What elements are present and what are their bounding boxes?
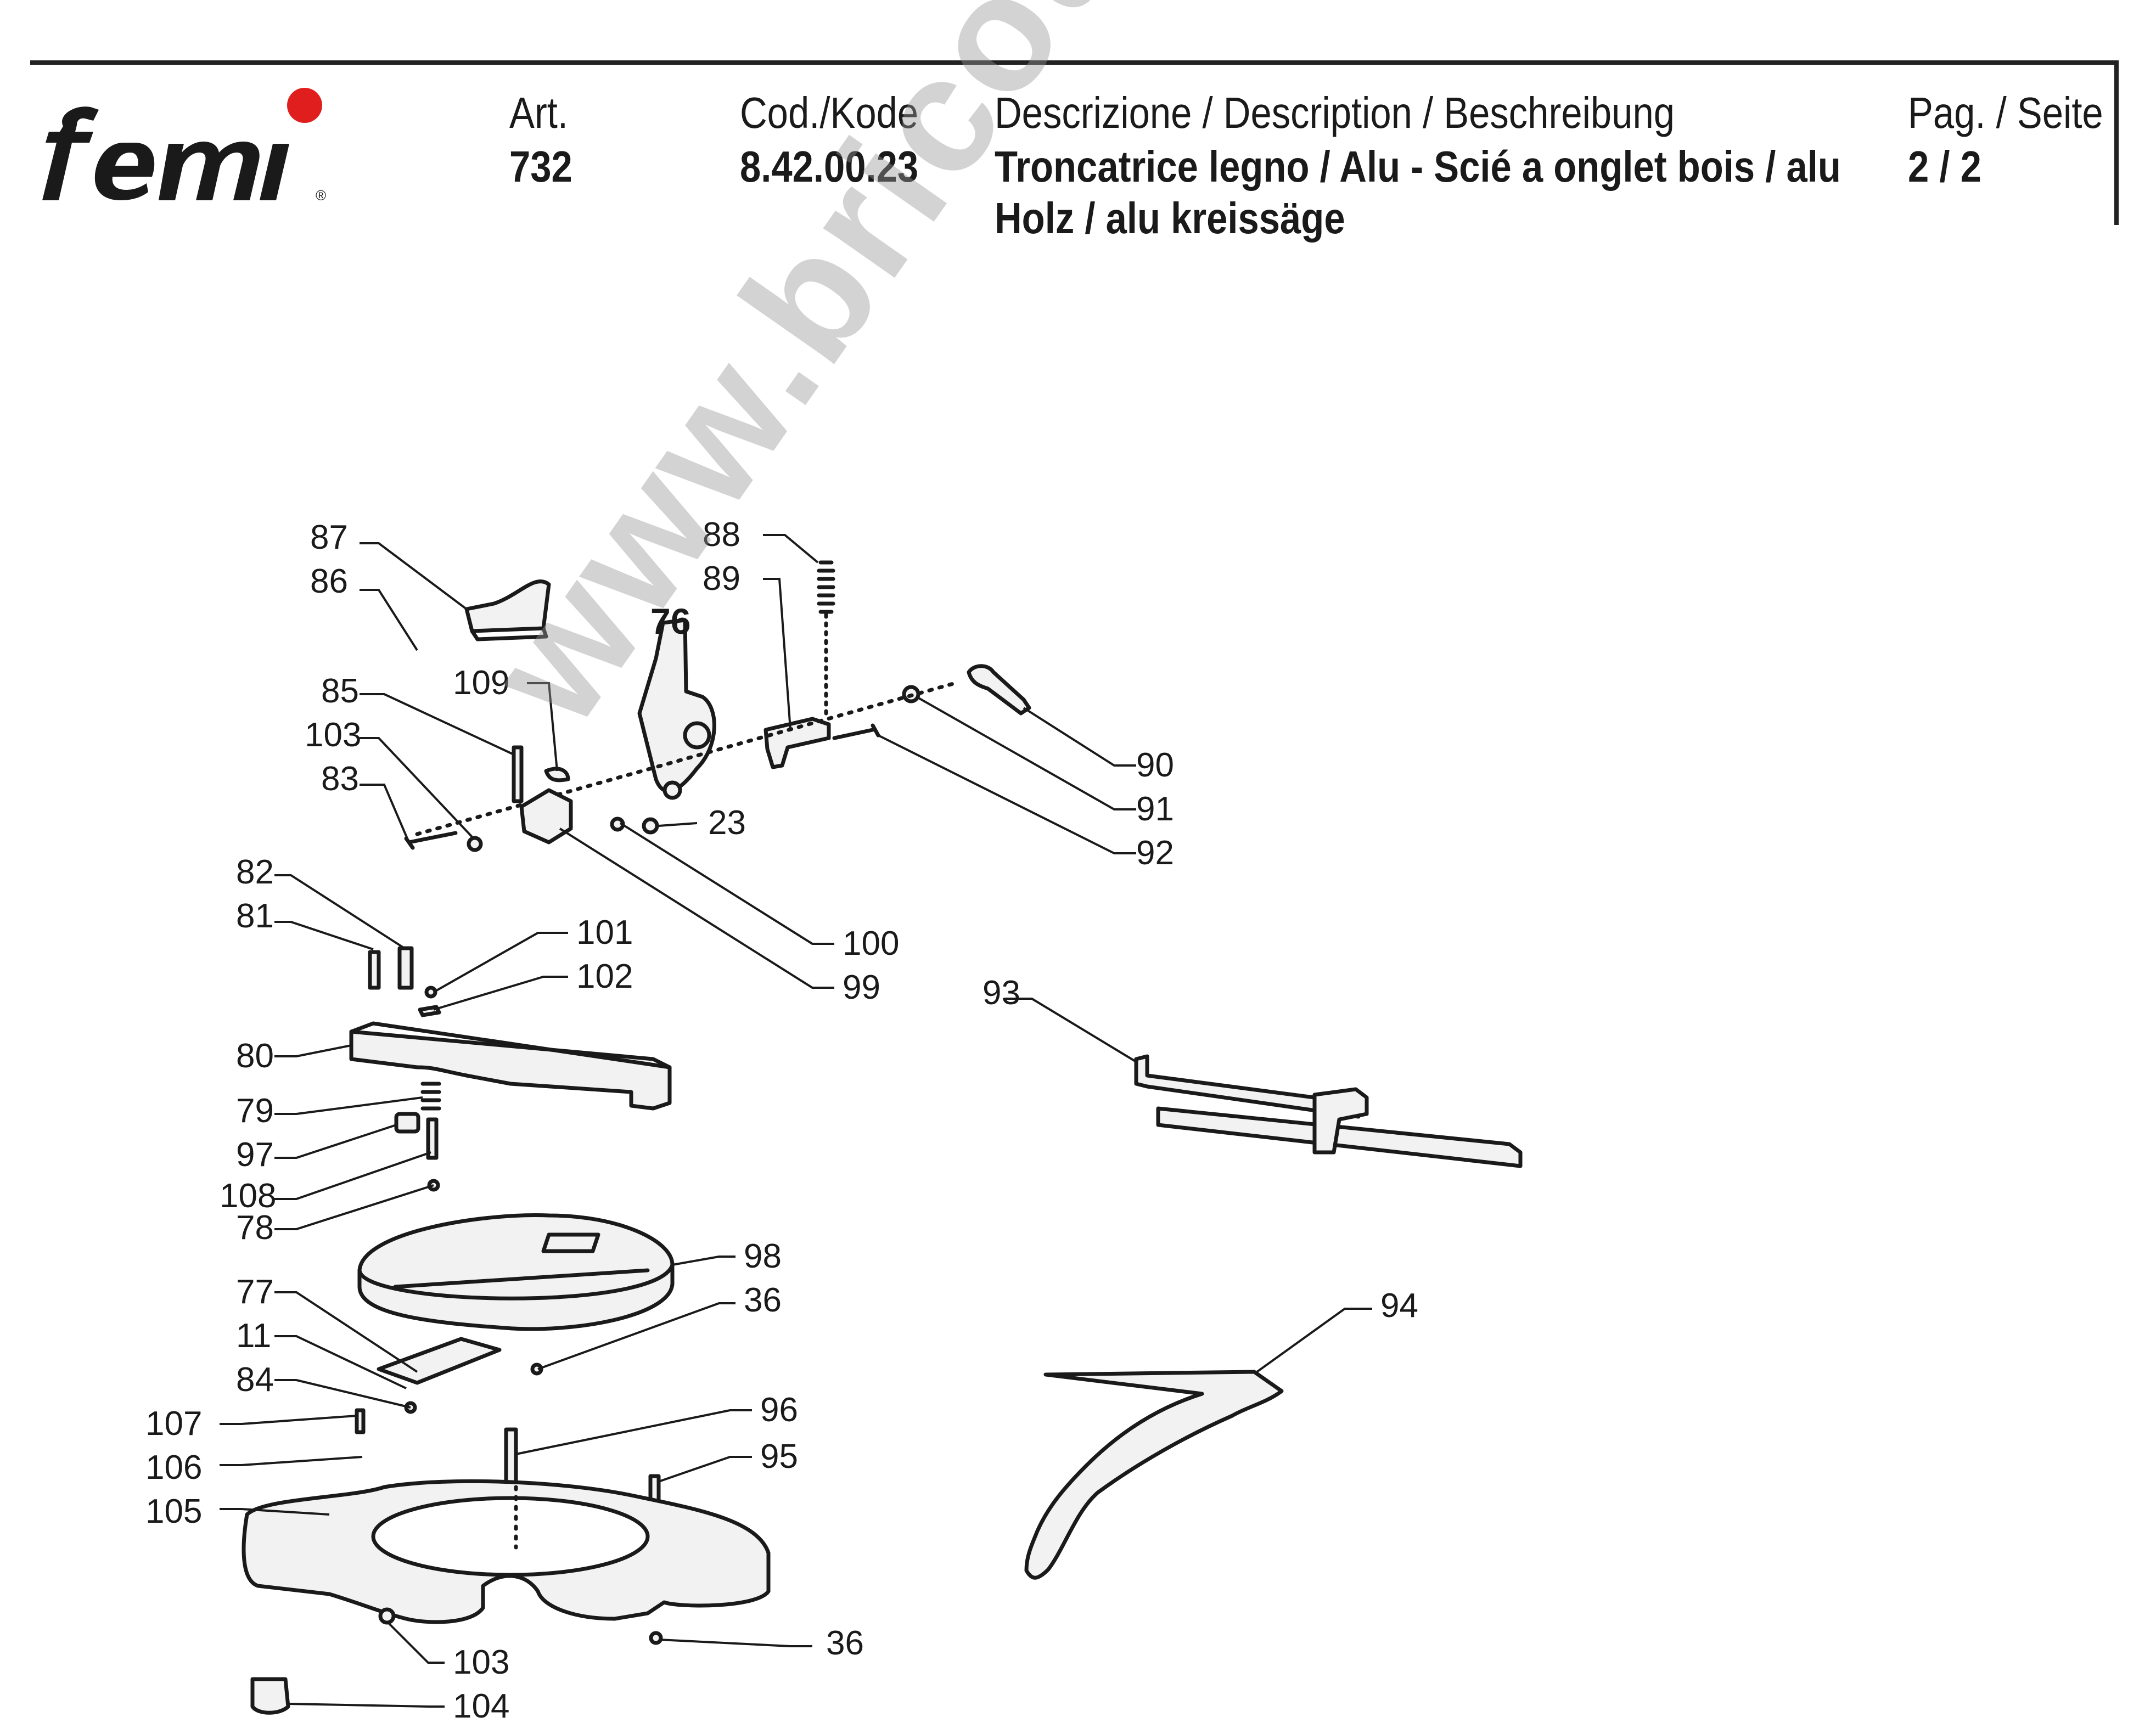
part-labels: 76 87 86 88 89 85 109 103 83 23 90 91 92… (145, 516, 1418, 1725)
page-value: 2 / 2 (1908, 142, 1981, 191)
description-line-2: Holz / alu kreissäge (995, 194, 1345, 243)
part-90-lever (967, 664, 1031, 716)
label-36-top: 36 (744, 1281, 782, 1319)
part-87-grip (464, 579, 551, 633)
header-right-rule (2114, 60, 2119, 225)
art-value: 732 (509, 142, 572, 191)
part-83-bolt (404, 831, 458, 850)
header-top-rule (30, 60, 2119, 65)
svg-text:®: ® (316, 187, 326, 204)
label-87: 87 (310, 519, 348, 556)
label-101: 101 (576, 914, 633, 952)
description-label: Descrizione / Description / Beschreibung (995, 88, 1675, 137)
part-88-spring (817, 560, 835, 614)
description-line-1: Troncatrice legno / Alu - Scié a onglet … (995, 142, 1841, 191)
label-78: 78 (236, 1209, 274, 1247)
label-96: 96 (760, 1391, 798, 1429)
part-81-screw (368, 950, 381, 990)
part-80-fence (349, 1029, 672, 1111)
part-92-bolt (832, 723, 880, 740)
label-97: 97 (236, 1136, 274, 1174)
label-11: 11 (236, 1317, 271, 1355)
label-23: 23 (708, 804, 746, 842)
label-89: 89 (703, 560, 740, 598)
label-106: 106 (145, 1449, 202, 1487)
part-104-foot (250, 1677, 290, 1715)
label-80: 80 (236, 1037, 274, 1075)
part-93-clamp (1312, 1087, 1369, 1155)
part-103-washer-top (467, 836, 483, 852)
part-85-screw (512, 745, 524, 803)
label-83: 83 (321, 760, 359, 798)
leader-lines (220, 534, 1372, 1708)
code-label: Cod./Kode (740, 88, 919, 137)
label-86: 86 (310, 562, 348, 600)
label-103-top: 103 (305, 716, 361, 754)
label-94: 94 (1380, 1287, 1418, 1325)
label-103-bottom: 103 (453, 1643, 509, 1681)
label-88: 88 (703, 516, 740, 554)
logo-wordmark-drawing: ® (42, 106, 326, 204)
label-100: 100 (843, 925, 899, 962)
label-90: 90 (1136, 746, 1174, 784)
label-36-bottom: 36 (826, 1624, 864, 1662)
femi-logo: ® femi (42, 88, 326, 204)
label-104: 104 (453, 1687, 509, 1725)
label-105: 105 (145, 1493, 202, 1530)
label-81: 81 (236, 897, 274, 935)
label-99: 99 (843, 969, 880, 1006)
label-102: 102 (576, 958, 633, 995)
label-76: 76 (650, 601, 690, 641)
label-79: 79 (236, 1092, 274, 1130)
label-91: 91 (1136, 790, 1174, 828)
part-108-pin (426, 1117, 439, 1160)
label-109: 109 (453, 664, 509, 702)
label-95: 95 (760, 1438, 798, 1476)
part-103-washer-bottom (378, 1607, 396, 1625)
code-value: 8.42.00.23 (740, 142, 919, 191)
art-label: Art. (509, 88, 569, 137)
part-23-nut (642, 817, 659, 835)
label-85: 85 (321, 672, 359, 710)
page-label: Pag. / Seite (1908, 88, 2103, 137)
part-107-screw (355, 1408, 366, 1434)
part-36-bottom (649, 1631, 663, 1645)
label-107: 107 (145, 1405, 202, 1443)
part-36-top (530, 1363, 543, 1376)
part-99-pivot (519, 788, 573, 845)
label-92: 92 (1136, 834, 1174, 872)
part-97-nut (394, 1112, 420, 1134)
label-77: 77 (236, 1273, 274, 1311)
label-108: 108 (220, 1177, 276, 1215)
label-98: 98 (744, 1237, 782, 1275)
part-82-screw (397, 946, 414, 990)
part-94-guard (1024, 1370, 1284, 1580)
part-77-plate (377, 1337, 502, 1385)
label-82: 82 (236, 853, 274, 891)
label-84: 84 (236, 1361, 274, 1399)
logo-red-dot (287, 88, 322, 123)
label-93: 93 (982, 974, 1020, 1012)
part-79-spring (420, 1082, 441, 1111)
